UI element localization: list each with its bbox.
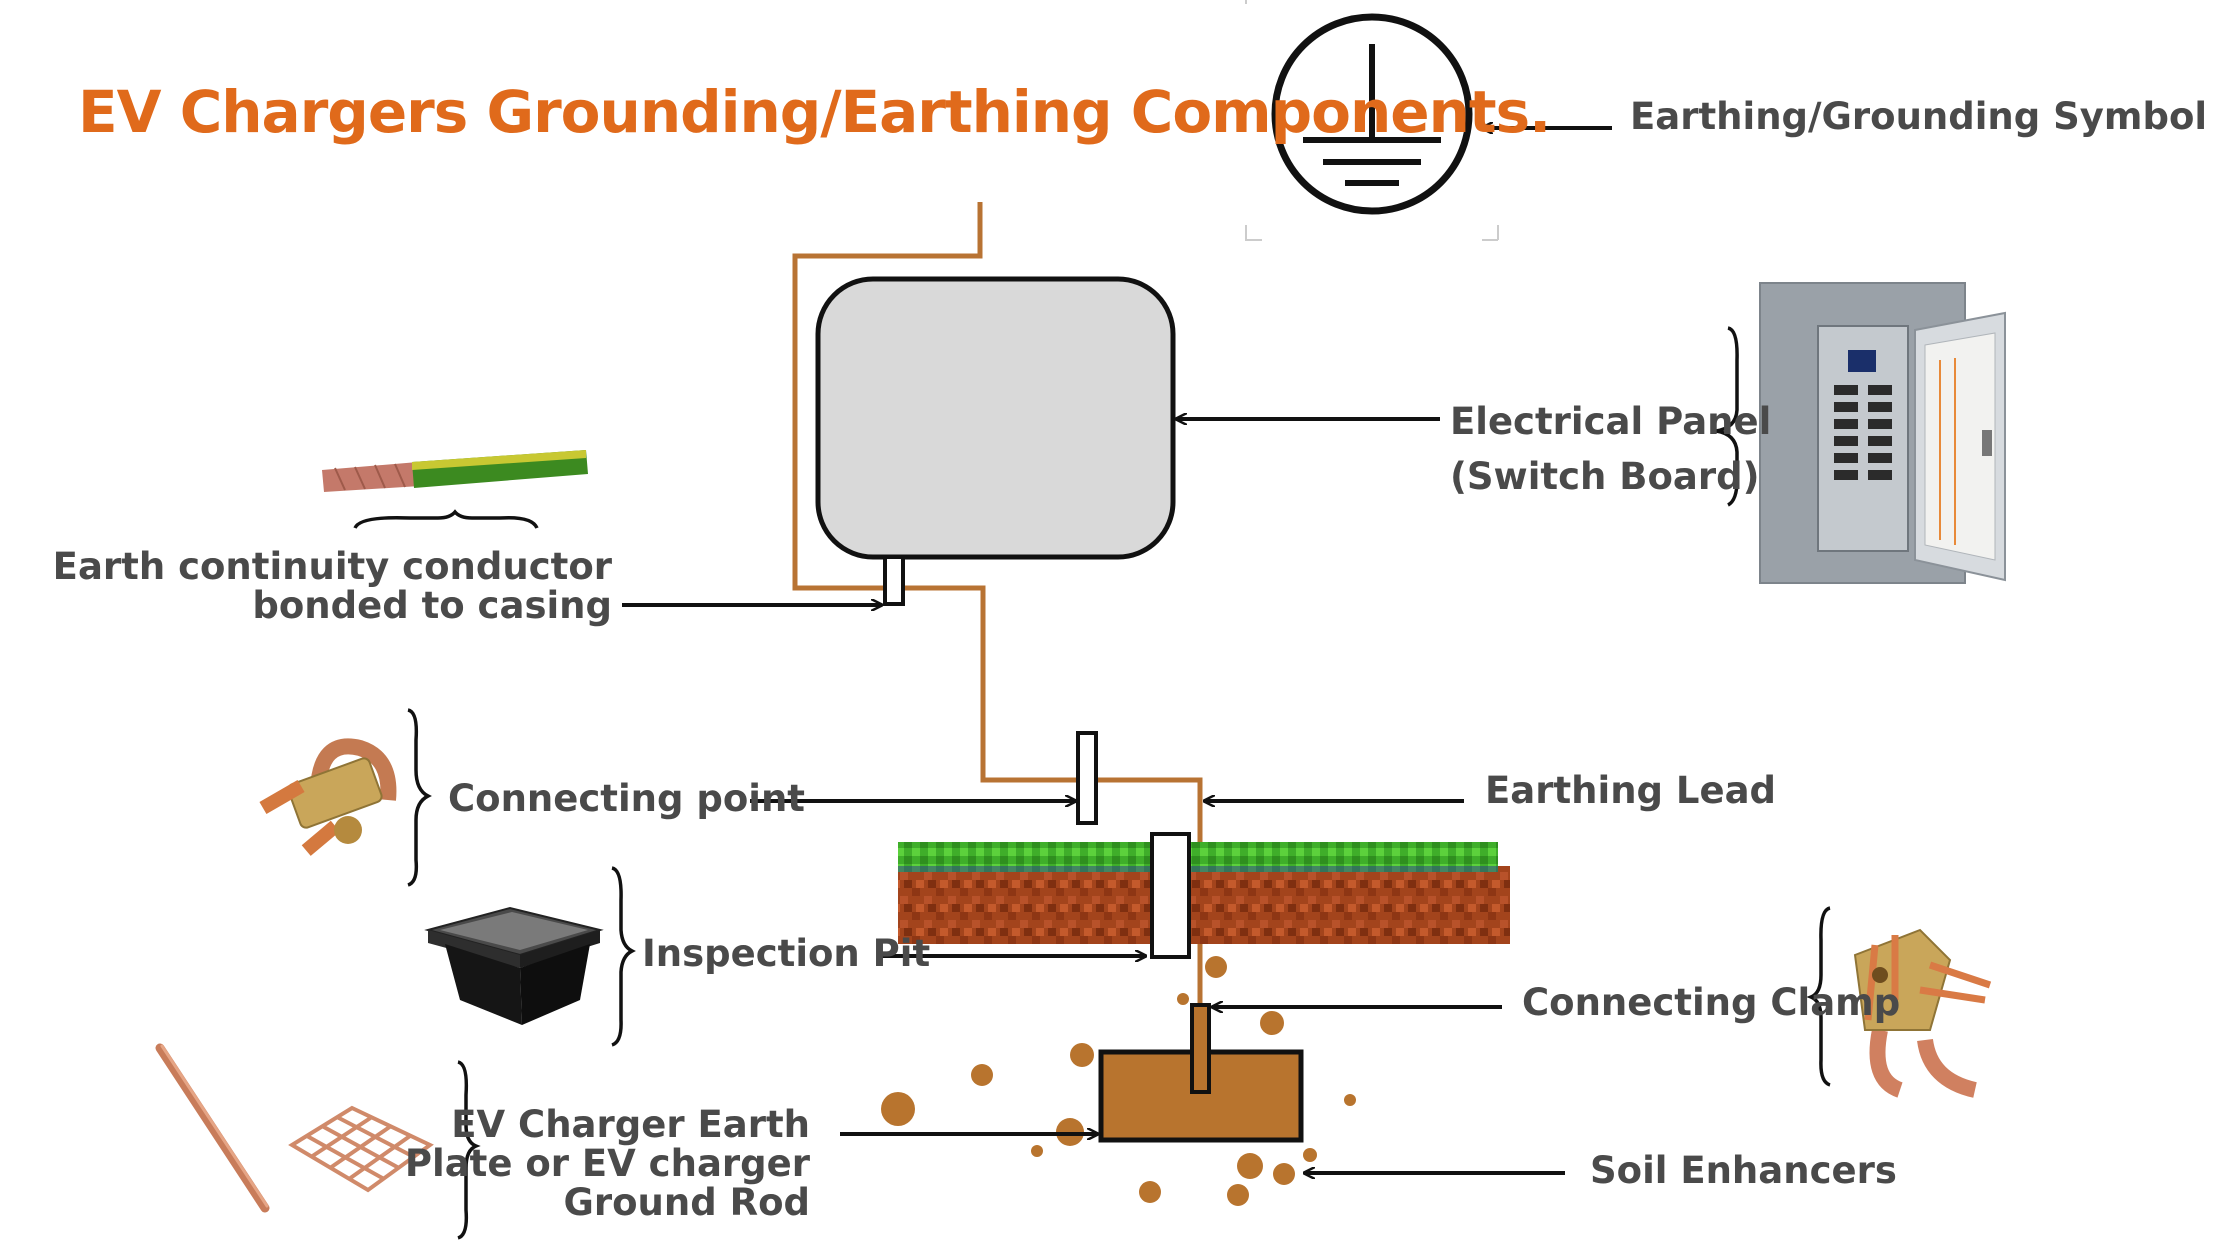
conductor-label-line2: bonded to casing [252,583,612,627]
soil-enhancer-dots [881,956,1356,1206]
earth-mat-grid-icon [288,1105,434,1193]
earthing-lead-label: Earthing Lead [1485,769,1777,812]
connecting-point-marker [1076,731,1098,825]
earth-plate-label-line2: Plate or EV charger [404,1141,810,1185]
symbol-label: Earthing/Grounding Symbol [1630,95,2208,138]
clamp-photo-icon [1853,928,1992,1098]
casing-bond-terminal [883,555,905,606]
earth-plate-brace [457,1060,481,1240]
earth-plate-label: EV Charger Earth Plate or EV charger Gro… [404,1103,810,1224]
connecting-point-label: Connecting point [448,777,805,820]
conductor-label-line1: Earth continuity conductor [52,545,612,588]
inspection-pit-box-icon [424,906,604,1025]
label-braces [353,326,1831,1240]
connecting-clamp-marker [1190,1003,1211,1094]
inspection-pit-label: Inspection Pit [642,932,931,975]
electrical-panel-photo-icon [1759,282,2006,584]
connecting-clamp-label: Connecting Clamp [1522,981,1901,1024]
panel-label: Electrical Panel (Switch Board) [1450,395,1771,505]
electrical-panel-box [815,276,1176,560]
earth-plate-label-line1: EV Charger Earth [451,1103,810,1146]
conductor-label: Earth continuity conductor bonded to cas… [52,545,612,627]
diagram-title: EV Chargers Grounding/Earthing Component… [78,78,1551,146]
ground-rod-icon [155,1043,270,1213]
ground-soil-layer [898,842,1510,944]
u-bolt-clamp-photo-icon [259,738,397,856]
wire-brace [353,509,539,529]
earth-plate-label-line3: Ground Rod [563,1180,810,1224]
panel-label-line1: Electrical Panel [1450,400,1772,443]
connecting-clamp-brace [1806,906,1831,1087]
ground-symbol-icon [1271,13,1473,215]
panel-label-line2: (Switch Board) [1450,454,1760,498]
soil-enhancers-label: Soil Enhancers [1590,1149,1897,1192]
wire-photo-icon [322,450,588,492]
inspection-pit-marker [1150,832,1191,959]
panel-brace [1715,326,1739,507]
frame-corner-marks [1245,0,1499,241]
inspection-pit-brace [611,866,636,1047]
connecting-point-brace [407,708,432,887]
